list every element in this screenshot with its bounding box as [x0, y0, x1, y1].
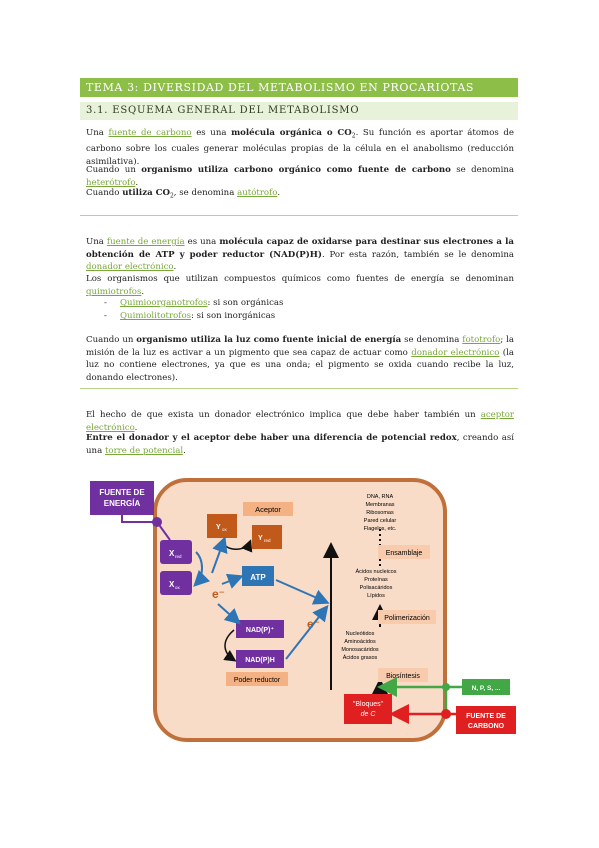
- xred-box: [160, 540, 192, 564]
- link-fuente-carbono[interactable]: fuente de carbono: [108, 128, 192, 138]
- link-donador-electronico-2[interactable]: donador electrónico: [411, 347, 500, 358]
- atp-box: [242, 566, 274, 586]
- link-torre-potencial[interactable]: torre de potencial: [104, 445, 184, 456]
- divider-2: [80, 388, 518, 389]
- bloques-c-label: "Bloques": [353, 701, 384, 708]
- paragraph-heterotrofo: Cuando un organismo utiliza carbono orgá…: [86, 165, 514, 188]
- ensamblaje-label: Ensamblaje: [386, 550, 423, 557]
- precursor-item: Monosacáridos: [341, 647, 379, 653]
- yred-sub: red: [264, 538, 271, 543]
- nadp-box: [236, 620, 284, 638]
- bloques-c-label: de C: [361, 711, 377, 718]
- macromol-item: Flagelos, etc.: [364, 526, 397, 532]
- yox-box: [207, 514, 237, 538]
- carbon-source-label: FUENTE DE: [466, 713, 506, 720]
- paragraph-aceptor: El hecho de que exista un donador electr…: [86, 410, 514, 433]
- nadp-label: NAD(P)⁺: [246, 626, 274, 634]
- xred-label: X: [169, 549, 175, 558]
- link-quimioorganotrofos[interactable]: Quimioorganotrofos: [120, 298, 208, 308]
- energy-source-label: FUENTE DE: [99, 488, 145, 497]
- paragraph-fototrofo: Cuando un organismo utiliza la luz como …: [86, 335, 515, 383]
- nps-entry-dot: [442, 683, 450, 691]
- link-quimiolitotrofos[interactable]: Quimiolitotrofos: [120, 311, 192, 321]
- topic-title: TEMA 3: DIVERSIDAD DEL METABOLISMO EN PR…: [86, 81, 475, 94]
- xox-label: X: [169, 580, 175, 589]
- monomer-item: Lípidos: [367, 593, 385, 599]
- link-fototrofo[interactable]: fototrofo: [462, 335, 501, 345]
- paragraph-fuente-carbono: Una fuente de carbono es una molécula or…: [86, 128, 514, 167]
- ensamblaje-box: [378, 545, 430, 559]
- carbon-source-box: [456, 706, 516, 734]
- section-title-banner: 3.1. ESQUEMA GENERAL DEL METABOLISMO: [80, 102, 518, 120]
- link-quimiotrofos[interactable]: quimiotrofos: [86, 286, 142, 297]
- macromol-item: Ribosomas: [366, 510, 394, 516]
- xred-sub: red: [175, 554, 182, 559]
- aceptor-label-box: [243, 502, 293, 516]
- poder-reductor-box: [226, 672, 288, 686]
- nps-label: N, P, S, ...: [472, 685, 501, 692]
- link-aceptor-electronico[interactable]: aceptor electrónico: [86, 410, 514, 433]
- macromol-item: DNA, RNA: [367, 494, 394, 500]
- energy-source-box: [90, 481, 154, 515]
- nadph-box: [236, 650, 284, 668]
- atp-label: ATP: [250, 573, 266, 582]
- macromol-item: Membranas: [365, 502, 394, 508]
- topic-title-banner: TEMA 3: DIVERSIDAD DEL METABOLISMO EN PR…: [80, 78, 518, 97]
- yred-box: [252, 525, 282, 549]
- polimerizacion-box: [378, 610, 436, 624]
- monomer-item: Proteínas: [364, 577, 388, 583]
- xox-sub: ox: [175, 585, 181, 590]
- macromol-item: Pared celular: [364, 518, 397, 524]
- monomer-item: Ácidos nucleicos: [356, 568, 397, 575]
- nps-box: [462, 679, 510, 695]
- yred-label: Y: [258, 535, 263, 542]
- link-donador-electronico[interactable]: donador electrónico: [86, 262, 174, 272]
- carbon-entry-dot: [441, 709, 451, 719]
- energy-source-label: ENERGÍA: [104, 499, 141, 508]
- link-heterotrofo[interactable]: heterótrofo: [86, 177, 136, 188]
- electron-label-1: e⁻: [212, 587, 225, 601]
- link-fuente-energia[interactable]: fuente de energía: [106, 237, 185, 247]
- bloques-c-box: [344, 694, 392, 724]
- yox-sub: ox: [222, 527, 228, 532]
- polimerizacion-label: Polimerización: [384, 615, 430, 622]
- paragraph-autotrofo: Cuando utiliza CO2, se denomina autótrof…: [86, 188, 281, 200]
- link-autotrofo[interactable]: autótrofo: [237, 188, 278, 198]
- precursor-item: Aminoácidos: [344, 639, 376, 645]
- xox-box: [160, 571, 192, 595]
- paragraph-quimiotrofos: Los organismos que utilizan compuestos q…: [86, 274, 514, 297]
- paragraph-potencial-redox: Entre el donador y el aceptor debe haber…: [86, 433, 514, 456]
- precursor-item: Nucleótidos: [346, 631, 375, 637]
- nadph-label: NAD(P)H: [245, 657, 275, 664]
- list-item: -Quimioorganotrofos: si son orgánicas: [104, 298, 284, 308]
- carbon-source-label: CARBONO: [468, 723, 505, 730]
- precursor-item: Ácidos grasos: [343, 654, 378, 661]
- poder-reductor-label: Poder reductor: [234, 677, 281, 684]
- biosintesis-label: Biosíntesis: [386, 673, 420, 680]
- list-item: -Quimiolitotrofos: si son inorgánicas: [104, 311, 276, 321]
- yox-label: Y: [216, 524, 221, 531]
- divider-1: [80, 215, 518, 216]
- aceptor-label: Aceptor: [255, 505, 281, 514]
- paragraph-fuente-energia: Una fuente de energía es una molécula ca…: [86, 237, 514, 272]
- monomer-item: Polisacáridos: [360, 585, 393, 591]
- section-title: 3.1. ESQUEMA GENERAL DEL METABOLISMO: [86, 105, 360, 116]
